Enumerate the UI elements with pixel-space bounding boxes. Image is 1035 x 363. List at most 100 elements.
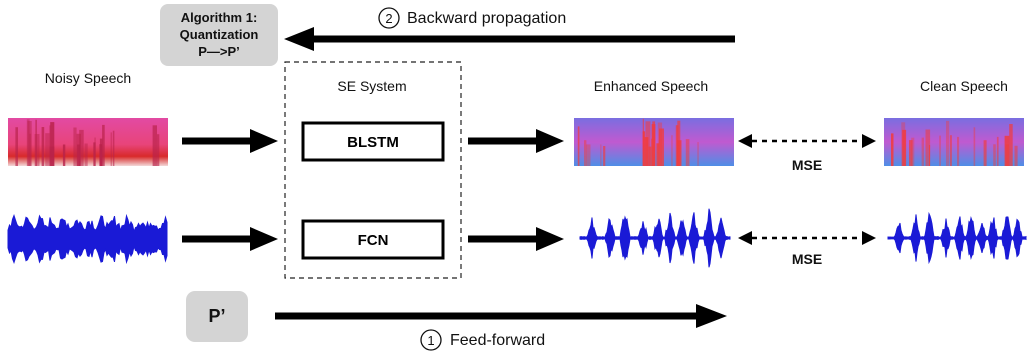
spectrogram-stripe (983, 140, 987, 166)
spectrogram-stripe (15, 127, 18, 166)
feedforward-label: Feed-forward (450, 332, 545, 349)
algorithm-name: Quantization (180, 27, 259, 42)
clean-waveform-image (887, 211, 1027, 265)
spectrogram-stripe (584, 140, 587, 166)
spectrogram-stripe (949, 135, 952, 166)
algorithm-box-bg (160, 4, 278, 66)
spectrogram-stripe (652, 121, 656, 166)
spectrogram-stripe (29, 133, 32, 166)
backward-number: 2 (385, 11, 392, 26)
spectrogram-stripe (1014, 145, 1018, 166)
fcn-label: FCN (358, 232, 389, 249)
spectrogram-stripe (656, 143, 660, 166)
spectrogram-stripe (577, 126, 580, 166)
spectrogram-stripe (76, 133, 81, 166)
backward-label: Backward propagation (407, 10, 566, 27)
feedforward-caption: 1 Feed-forward (420, 329, 545, 351)
mse-arrow-bottom-left-head (738, 231, 752, 245)
spectrogram-stripe (675, 125, 679, 166)
p-prime-badge: P’ (186, 291, 248, 342)
spectrogram-stripe (94, 137, 96, 166)
noisy-waveform-path (7, 213, 168, 265)
noisy-spectrogram-stripes (15, 119, 160, 166)
spectrogram-stripe (62, 144, 66, 166)
spectrogram-stripe (35, 119, 37, 166)
spectrogram-stripe (677, 120, 681, 166)
spectrogram-stripe (993, 144, 996, 166)
spectrogram-stripe (929, 145, 931, 166)
input-arrow-bottom (182, 227, 278, 251)
backward-arrow-head (284, 27, 314, 51)
feedforward-number-circle (420, 329, 442, 351)
output-arrow-top (468, 129, 564, 153)
spectrogram-stripe (911, 137, 915, 166)
output-arrow-top-head (536, 129, 564, 153)
input-arrow-bottom-head (250, 227, 278, 251)
spectrogram-stripe (110, 132, 112, 166)
blstm-box (301, 121, 445, 162)
clean-spectrogram-image (884, 118, 1024, 166)
feedforward-number: 1 (427, 333, 434, 348)
p-prime-badge-bg (186, 291, 248, 342)
spectrogram-stripe (996, 136, 999, 166)
se-system-boundary (284, 61, 462, 279)
algorithm-title: Algorithm 1: (181, 10, 258, 25)
spectrogram-stripe (79, 129, 84, 166)
mse-bottom-label: MSE (792, 251, 822, 267)
spectrogram-stripe (41, 127, 45, 166)
noisy-spectrogram-image (8, 118, 168, 166)
spectrogram-stripe (50, 122, 55, 166)
clean-spectrogram-stripes (891, 120, 1018, 166)
mse-arrow-top-left-head (738, 134, 752, 148)
enhanced-spectrogram-stripes (577, 118, 699, 166)
p-prime-label: P’ (208, 306, 225, 326)
clean-waveform-path (887, 211, 1027, 265)
enhanced-waveform-path (579, 208, 731, 268)
fcn-module: FCN (301, 219, 445, 260)
feedforward-arrow (275, 304, 727, 328)
spectrogram-stripe (73, 127, 77, 166)
noisy-speech-label: Noisy Speech (45, 70, 131, 86)
fcn-box (301, 219, 445, 260)
spectrogram-stripe (157, 134, 160, 166)
spectrogram-stripe (925, 129, 931, 166)
mse-arrow-bottom: MSE (738, 231, 876, 267)
clean-speech-label: Clean Speech (920, 78, 1008, 94)
spectrogram-stripe (921, 137, 924, 166)
spectrogram-stripe (697, 142, 699, 166)
noisy-spectrogram-bg (8, 118, 168, 166)
spectrogram-stripe (642, 118, 644, 166)
spectrogram-stripe (26, 119, 30, 166)
spectrogram-stripe (645, 121, 651, 166)
spectrogram-stripe (49, 146, 55, 166)
spectrogram-stripe (99, 144, 103, 166)
spectrogram-stripe (973, 127, 976, 166)
spectrogram-stripe (600, 144, 602, 166)
spectrogram-stripe (603, 146, 606, 166)
spectrogram-stripe (27, 121, 32, 166)
spectrogram-stripe (49, 125, 52, 166)
backward-number-circle (378, 7, 400, 29)
algorithm-mapping: P—>P’ (198, 44, 240, 59)
feedforward-arrow-head (696, 304, 727, 328)
algorithm-box: Algorithm 1: Quantization P—>P’ (160, 4, 278, 66)
mse-arrow-bottom-right-head (862, 231, 876, 245)
spectrogram-stripe (946, 120, 950, 166)
blstm-label: BLSTM (347, 134, 399, 151)
spectrogram-stripe (112, 130, 115, 166)
input-arrow-top-head (250, 129, 278, 153)
mse-arrow-top: MSE (738, 134, 876, 173)
spectrogram-stripe (891, 133, 894, 166)
spectrogram-stripe (939, 135, 941, 166)
spectrogram-stripe (671, 135, 673, 166)
se-system-label: SE System (337, 78, 406, 94)
spectrogram-stripe (45, 133, 50, 166)
enhanced-spectrogram-image (574, 118, 734, 166)
spectrogram-stripe (102, 124, 105, 166)
spectrogram-stripe (957, 136, 960, 166)
backward-propagation: 2 Backward propagation (284, 7, 735, 51)
spectrogram-stripe (909, 140, 913, 166)
spectrogram-stripe (84, 143, 88, 166)
